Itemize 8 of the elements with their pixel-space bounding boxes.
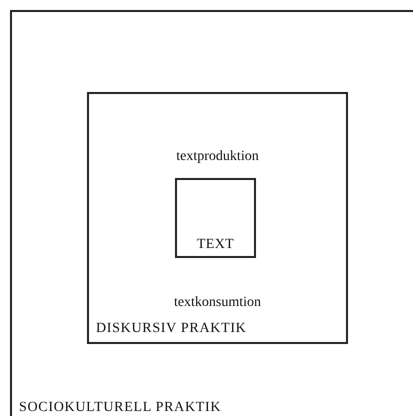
- sociocultural-practice-box: [10, 10, 413, 416]
- box-label: textkonsumtion: [172, 294, 262, 312]
- box-label: textproduktion: [175, 148, 260, 166]
- box-label: SOCIOKULTURELL PRAKTIK: [19, 399, 222, 416]
- box-label: TEXT: [196, 236, 234, 254]
- box-label: DISKURSIV PRAKTIK: [96, 320, 246, 338]
- discursive-practice-box: [87, 92, 348, 344]
- text-box: [175, 178, 256, 258]
